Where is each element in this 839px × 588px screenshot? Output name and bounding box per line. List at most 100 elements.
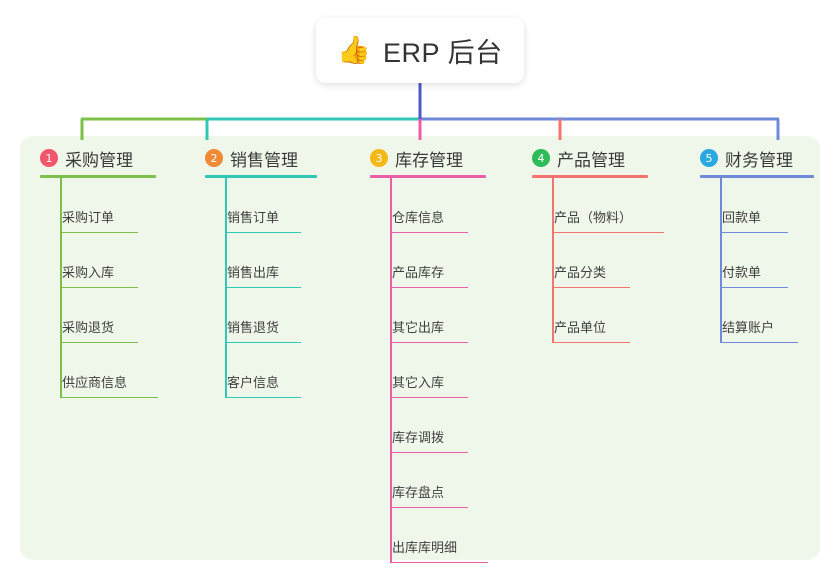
branch-child-item[interactable]: 出库库明细 bbox=[370, 508, 488, 563]
branch-child-label: 其它出库 bbox=[392, 320, 445, 335]
thumbs-up-icon: 👍 bbox=[337, 35, 372, 65]
branch-child-item[interactable]: 产品分类 bbox=[532, 233, 648, 288]
branch-child-label: 结算账户 bbox=[722, 320, 775, 335]
branch-child-item[interactable]: 产品（物料） bbox=[532, 178, 664, 233]
child-connector-spine bbox=[60, 233, 62, 288]
branch-header-label: 销售管理 bbox=[230, 150, 298, 170]
branch-child-rule bbox=[227, 341, 301, 343]
branch-header-5[interactable]: 5 财务管理 bbox=[700, 146, 814, 170]
branch-child-item[interactable]: 销售出库 bbox=[205, 233, 317, 288]
branch-child-item[interactable]: 销售订单 bbox=[205, 178, 317, 233]
branch-child-label: 销售出库 bbox=[227, 265, 280, 280]
branch-child-item[interactable]: 客户信息 bbox=[205, 343, 317, 398]
branch-child-item[interactable]: 采购订单 bbox=[40, 178, 156, 233]
branch-child-label: 仓库信息 bbox=[392, 210, 445, 225]
root-node-erp-backend[interactable]: 👍 ERP 后台 bbox=[316, 18, 524, 83]
branch-child-rule bbox=[392, 451, 468, 453]
branch-child-item[interactable]: 库存盘点 bbox=[370, 453, 486, 508]
branch-child-item[interactable]: 产品库存 bbox=[370, 233, 486, 288]
branch-child-rule bbox=[554, 231, 664, 233]
branch-child-list: 仓库信息产品库存其它出库其它入库库存调拨库存盘点出库库明细 bbox=[370, 178, 488, 563]
branch-child-item[interactable]: 销售退货 bbox=[205, 288, 317, 343]
child-connector-spine bbox=[720, 233, 722, 288]
child-connector-spine bbox=[60, 178, 62, 233]
branch-child-label: 产品单位 bbox=[554, 320, 607, 335]
branch-child-label: 客户信息 bbox=[227, 375, 280, 390]
branch-child-rule bbox=[392, 341, 468, 343]
branch-child-label: 库存调拨 bbox=[392, 430, 445, 445]
branch-child-rule bbox=[227, 231, 301, 233]
branch-child-item[interactable]: 采购退货 bbox=[40, 288, 156, 343]
child-connector-spine bbox=[552, 288, 554, 343]
diagram-background-panel bbox=[20, 136, 820, 560]
branch-child-item[interactable]: 采购入库 bbox=[40, 233, 156, 288]
branch-child-label: 回款单 bbox=[722, 210, 762, 225]
branch-child-item[interactable]: 其它入库 bbox=[370, 343, 486, 398]
branch-header-rule bbox=[205, 175, 317, 178]
child-connector-spine bbox=[60, 288, 62, 343]
branch-child-label: 付款单 bbox=[722, 265, 762, 280]
child-connector-spine bbox=[552, 178, 554, 233]
child-connector-spine bbox=[60, 343, 62, 398]
child-connector-spine bbox=[390, 398, 392, 453]
branch-header-label: 产品管理 bbox=[557, 150, 625, 170]
branch-child-rule bbox=[554, 341, 630, 343]
branch-child-rule bbox=[62, 396, 158, 398]
branch-child-rule bbox=[722, 286, 788, 288]
branch-child-label: 产品分类 bbox=[554, 265, 607, 280]
root-node-title: ERP 后台 bbox=[383, 38, 503, 68]
branch-number-badge: 1 bbox=[40, 149, 58, 167]
branch-child-item[interactable]: 产品单位 bbox=[532, 288, 648, 343]
branch-header-label: 采购管理 bbox=[65, 150, 133, 170]
branch-header-label: 库存管理 bbox=[395, 150, 463, 170]
branch-number-badge: 3 bbox=[370, 149, 388, 167]
branch-child-label: 库存盘点 bbox=[392, 485, 445, 500]
child-connector-spine bbox=[720, 178, 722, 233]
branch-column-2: 2 销售管理销售订单销售出库销售退货客户信息 bbox=[205, 146, 317, 398]
branch-header-rule bbox=[40, 175, 156, 178]
branch-child-item[interactable]: 供应商信息 bbox=[40, 343, 158, 398]
branch-child-item[interactable]: 结算账户 bbox=[700, 288, 814, 343]
branch-child-label: 采购退货 bbox=[62, 320, 115, 335]
branch-child-label: 采购入库 bbox=[62, 265, 115, 280]
branch-child-item[interactable]: 付款单 bbox=[700, 233, 814, 288]
branch-header-2[interactable]: 2 销售管理 bbox=[205, 146, 317, 170]
branch-child-rule bbox=[722, 231, 788, 233]
branch-child-rule bbox=[392, 286, 468, 288]
branch-column-4: 4 产品管理产品（物料） 产品分类产品单位 bbox=[532, 146, 664, 343]
branch-number-badge: 4 bbox=[532, 149, 550, 167]
branch-child-rule bbox=[722, 341, 798, 343]
branch-header-4[interactable]: 4 产品管理 bbox=[532, 146, 648, 170]
branch-header-3[interactable]: 3 库存管理 bbox=[370, 146, 486, 170]
branch-column-5: 5 财务管理回款单付款单结算账户 bbox=[700, 146, 814, 343]
branch-child-label: 销售订单 bbox=[227, 210, 280, 225]
branch-child-rule bbox=[392, 231, 468, 233]
branch-child-item[interactable]: 回款单 bbox=[700, 178, 814, 233]
child-connector-spine bbox=[225, 233, 227, 288]
child-connector-spine bbox=[390, 508, 392, 563]
branch-child-item[interactable]: 库存调拨 bbox=[370, 398, 486, 453]
child-connector-spine bbox=[552, 233, 554, 288]
child-connector-spine bbox=[225, 343, 227, 398]
branch-child-label: 销售退货 bbox=[227, 320, 280, 335]
branch-number-badge: 2 bbox=[205, 149, 223, 167]
branch-child-rule bbox=[392, 506, 468, 508]
branch-child-label: 其它入库 bbox=[392, 375, 445, 390]
branch-header-rule bbox=[370, 175, 486, 178]
branch-header-1[interactable]: 1 采购管理 bbox=[40, 146, 156, 170]
branch-child-list: 销售订单销售出库销售退货客户信息 bbox=[205, 178, 317, 398]
branch-child-rule bbox=[62, 231, 138, 233]
branch-child-label: 采购订单 bbox=[62, 210, 115, 225]
branch-header-label: 财务管理 bbox=[725, 150, 793, 170]
branch-child-rule bbox=[62, 341, 138, 343]
branch-child-rule bbox=[392, 396, 468, 398]
branch-child-rule bbox=[227, 396, 301, 398]
child-connector-spine bbox=[225, 288, 227, 343]
child-connector-spine bbox=[390, 288, 392, 343]
branch-child-item[interactable]: 仓库信息 bbox=[370, 178, 486, 233]
branch-number-badge: 5 bbox=[700, 149, 718, 167]
branch-child-item[interactable]: 其它出库 bbox=[370, 288, 486, 343]
child-connector-spine bbox=[720, 288, 722, 343]
child-connector-spine bbox=[225, 178, 227, 233]
